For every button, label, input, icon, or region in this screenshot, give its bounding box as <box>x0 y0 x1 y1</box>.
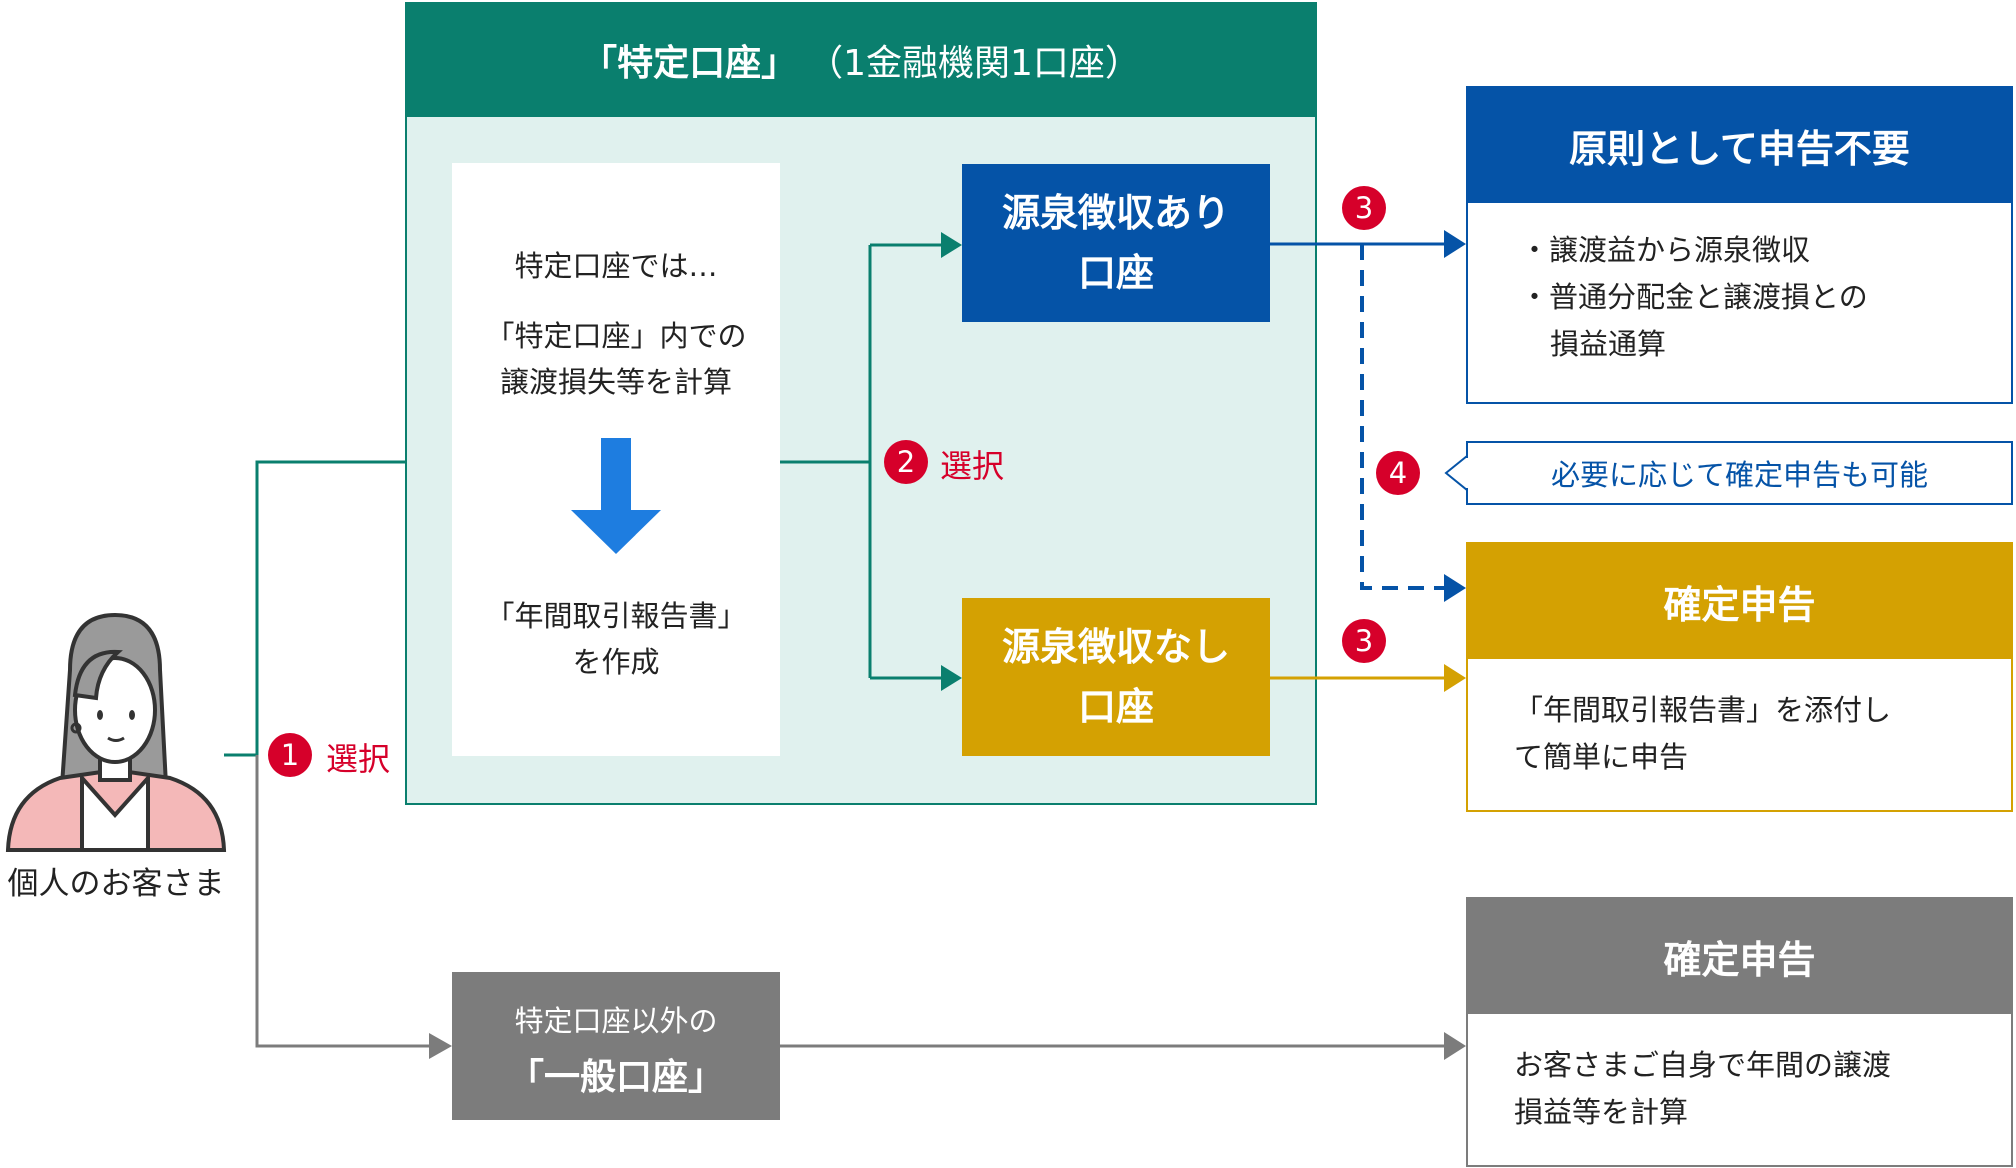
explain-line2: 譲渡損失等を計算 <box>499 365 732 399</box>
withholding-yes-box: 源泉徴収あり 口座 <box>962 164 1270 322</box>
step3a-badge: 3 <box>1342 186 1386 230</box>
connector-customer-to-tokutei <box>224 460 425 757</box>
explain-line3: 「年間取引報告書」 <box>485 599 747 633</box>
explain-line1: 「特定口座」内での <box>485 319 747 353</box>
no-filing-bullet2-cont: 損益通算 <box>1550 327 1667 361</box>
general-filing-line2: 損益等を計算 <box>1514 1095 1689 1129</box>
down-arrow-icon <box>571 438 661 554</box>
result-no-filing-box: 原則として申告不要 ・譲渡益から源泉徴収 ・普通分配金と譲渡損との 損益通算 <box>1466 86 2013 404</box>
connector-customer-to-general <box>255 755 430 1048</box>
step2-label: 選択 <box>940 447 1005 485</box>
step3b-badge: 3 <box>1342 619 1386 663</box>
withholding-yes-line2: 口座 <box>1077 251 1154 295</box>
result-filing-title: 確定申告 <box>1468 544 2011 659</box>
arrowhead-general-filing <box>1444 1032 1466 1060</box>
tokutei-explain-box: 特定口座では… 「特定口座」内での 譲渡損失等を計算 「年間取引報告書」 を作成 <box>452 163 780 756</box>
filing-line1: 「年間取引報告書」を添付し <box>1514 693 1892 727</box>
step2-badge: 2 <box>884 440 928 484</box>
explain-line4: を作成 <box>572 645 660 679</box>
customer-avatar-icon <box>5 612 227 852</box>
arrowhead-dashed <box>1444 574 1466 602</box>
arrowhead-withholding-no <box>941 665 962 691</box>
arrowhead-nofiling <box>1444 230 1466 258</box>
arrowhead-filing <box>1444 664 1466 692</box>
customer-label: 個人のお客さま <box>7 866 225 902</box>
general-line1: 特定口座以外の <box>514 1004 718 1038</box>
general-account-box: 特定口座以外の 「一般口座」 <box>452 972 780 1120</box>
step4-badge: 4 <box>1376 451 1420 495</box>
explain-title: 特定口座では… <box>514 249 718 283</box>
result-no-filing-title: 原則として申告不要 <box>1468 88 2011 203</box>
withholding-no-line2: 口座 <box>1077 685 1154 729</box>
tokutei-header-sub: （1金融機関1口座） <box>807 42 1141 84</box>
general-line2: 「一般口座」 <box>507 1057 724 1098</box>
result-general-filing-box: 確定申告 お客さまご自身で年間の譲渡 損益等を計算 <box>1466 897 2013 1167</box>
filing-line2: て簡単に申告 <box>1514 740 1689 774</box>
connector-dashed-optional <box>1360 244 1446 590</box>
step1-badge: 1 <box>268 733 312 777</box>
tokutei-header-main: 「特定口座」 <box>581 42 798 84</box>
no-filing-bullet1: ・譲渡益から源泉徴収 <box>1520 233 1811 267</box>
step1-label: 選択 <box>326 740 391 778</box>
withholding-yes-line1: 源泉徴収あり <box>1001 191 1230 235</box>
arrowhead-withholding-yes <box>941 232 962 258</box>
general-filing-line1: お客さまご自身で年間の譲渡 <box>1514 1048 1892 1082</box>
result-filing-box: 確定申告 「年間取引報告書」を添付し て簡単に申告 <box>1466 542 2013 812</box>
tokutei-header: 「特定口座」 （1金融機関1口座） <box>405 2 1317 117</box>
withholding-no-line1: 源泉徴収なし <box>1001 625 1230 669</box>
result-general-filing-title: 確定申告 <box>1468 899 2011 1014</box>
optional-filing-note: 必要に応じて確定申告も可能 <box>1466 441 2013 505</box>
withholding-no-box: 源泉徴収なし 口座 <box>962 598 1270 756</box>
arrowhead-general <box>429 1033 452 1059</box>
no-filing-bullet2: ・普通分配金と譲渡損との <box>1520 280 1868 314</box>
